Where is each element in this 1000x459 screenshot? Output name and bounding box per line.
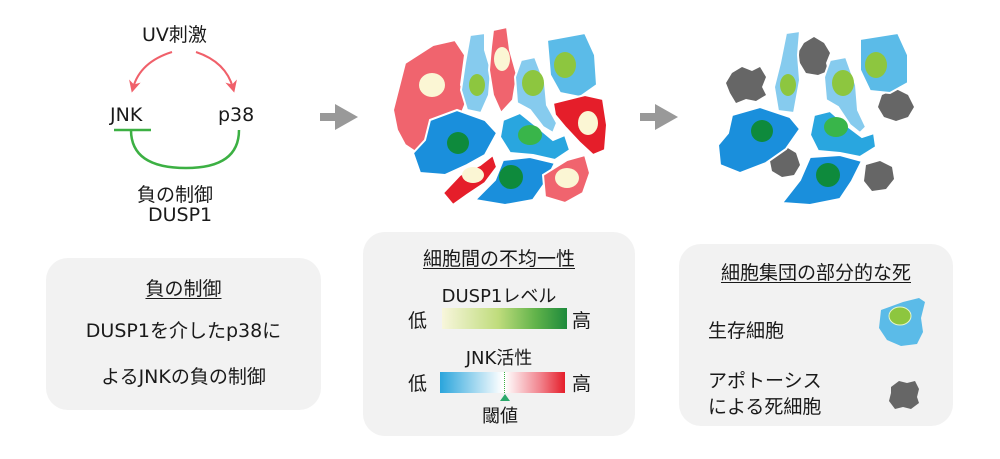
negative-regulation-box (46, 258, 321, 410)
living-cell-icon (879, 298, 925, 346)
dusp1-high-label: 高 (572, 310, 592, 332)
cell-blue-center (498, 111, 572, 162)
stimulus-label: UV刺激 (142, 24, 207, 46)
flow-arrow-2-icon (640, 104, 678, 130)
box2-title: 細胞間の不均一性 (422, 248, 575, 270)
living-cell-4 (808, 109, 878, 159)
living-cell-legend-label: 生存細胞 (708, 320, 785, 342)
box1-title: 負の制御 (145, 278, 222, 300)
living-cell-6 (780, 153, 864, 207)
jnk-node: JNK (110, 104, 143, 126)
inhibition-arc (114, 128, 241, 170)
cell-blue-light-1 (459, 31, 493, 115)
dead-cell-legend-label-2: による死細胞 (708, 396, 822, 418)
box1-line1: DUSP1を介したp38に (85, 320, 282, 342)
dead-cell-icon (889, 381, 919, 409)
cell-red-bottom-right (541, 153, 592, 205)
dusp1-low-label: 低 (408, 310, 428, 332)
threshold-line (504, 372, 505, 393)
living-cell-2 (822, 55, 868, 135)
cell-blue-left (411, 108, 499, 177)
regulation-label: 負の制御 (137, 184, 214, 206)
p38-node: p38 (218, 104, 255, 126)
dusp1-gradient-bar (442, 308, 567, 329)
dead-cell-2 (798, 37, 830, 75)
jnk-gradient-bar (440, 372, 565, 393)
cell-blue-light-2 (513, 55, 559, 135)
threshold-arrow-icon (500, 394, 510, 401)
jnk-low-label: 低 (408, 373, 428, 395)
cell-red-large (391, 38, 469, 157)
jnk-high-label: 高 (572, 373, 592, 395)
dead-cell-legend-label-1: アポトーシス (708, 370, 822, 392)
dead-cell-1 (726, 67, 766, 103)
cell-blue-bottom (472, 155, 557, 207)
regulator-label: DUSP1 (148, 204, 213, 226)
living-cell-3 (859, 31, 909, 95)
activation-arrow-p38 (195, 51, 237, 93)
partial-death-cell-population (716, 29, 914, 207)
activation-arrow-jnk (129, 51, 173, 93)
dead-cell-5 (864, 161, 894, 191)
cell-red-narrow (487, 25, 519, 115)
dusp1-level-label: DUSP1レベル (441, 286, 557, 307)
box3-title: 細胞集団の部分的な死 (720, 262, 911, 284)
heterogeneous-cell-population (391, 25, 609, 207)
flow-arrow-1-icon (320, 104, 358, 130)
heterogeneity-box (363, 232, 635, 436)
threshold-label: 閾値 (482, 406, 518, 427)
box1-line2: よるJNKの負の制御 (101, 366, 266, 388)
cell-red-right (551, 93, 609, 157)
living-cell-1 (772, 29, 802, 115)
jnk-activity-label: JNK活性 (465, 348, 533, 369)
living-cell-5 (716, 105, 802, 175)
cell-red-diagonal (441, 153, 499, 207)
cell-blue-mid-1 (545, 31, 599, 99)
dead-cell-3 (878, 89, 914, 121)
